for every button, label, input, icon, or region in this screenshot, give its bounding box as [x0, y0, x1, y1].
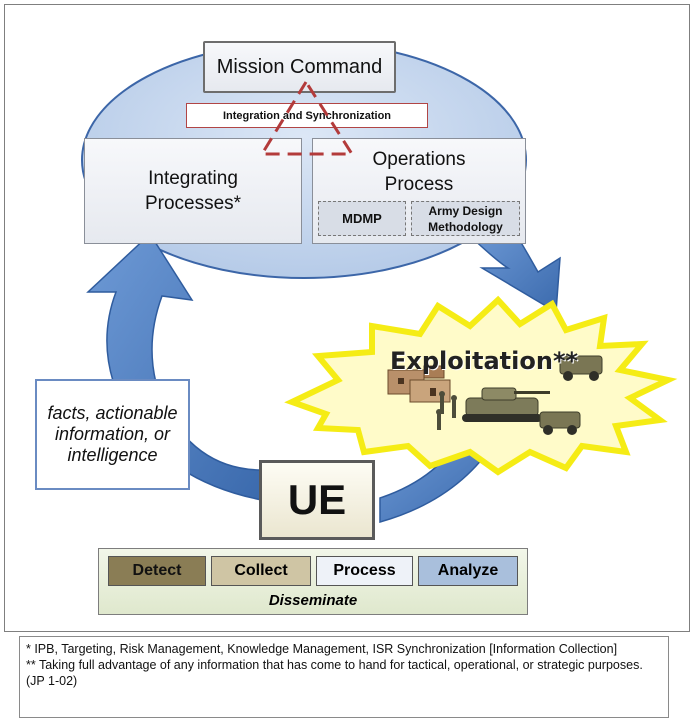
footnote-2: ** Taking full advantage of any informat… [26, 658, 643, 688]
facts-box: facts, actionable information, or intell… [35, 379, 190, 490]
sync-triangle [259, 79, 355, 156]
mdmp-box: MDMP [318, 201, 406, 236]
army-design-box: Army Design Methodology [411, 201, 520, 236]
exploitation-burst [284, 295, 678, 476]
army-design-label: Army Design Methodology [428, 203, 503, 234]
facts-label: facts, actionable information, or intell… [47, 403, 178, 465]
integrating-processes-label: Integrating Processes* [144, 168, 242, 214]
step-collect: Collect [211, 556, 311, 586]
exploitation-label: Exploitation** [390, 347, 579, 375]
mission-command-box: Mission Command [203, 41, 396, 93]
integrating-processes-box: Integrating Processes* [84, 138, 302, 244]
ue-label: UE [287, 476, 347, 523]
step-analyze: Analyze [418, 556, 518, 586]
process-steps-bar: Detect Collect Process Analyze Dissemina… [98, 548, 528, 615]
soldiers-illustration [436, 391, 457, 430]
footnotes-box: * IPB, Targeting, Risk Management, Knowl… [19, 636, 669, 718]
mission-command-label: Mission Command [216, 55, 383, 78]
disseminate-label: Disseminate [268, 592, 358, 609]
integration-sync-box: Integration and Synchronization [186, 103, 428, 128]
humvee-illustration [539, 355, 603, 435]
ue-box: UE [259, 460, 375, 540]
mdmp-label: MDMP [342, 211, 382, 226]
operations-process-label: Operations Process [372, 149, 466, 195]
tank-illustration [462, 387, 550, 422]
step-process: Process [316, 556, 413, 586]
integration-sync-label: Integration and Synchronization [222, 109, 392, 122]
step-detect: Detect [108, 556, 206, 586]
footnote-1: * IPB, Targeting, Risk Management, Knowl… [26, 642, 618, 656]
